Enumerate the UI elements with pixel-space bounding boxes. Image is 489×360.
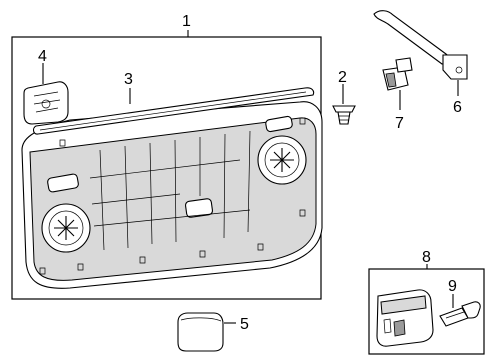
callout-9: 9 [448,278,457,295]
leader-lines [42,30,459,324]
switch [376,289,434,347]
bulb [439,301,481,327]
callout-3: 3 [124,71,133,88]
small-bracket [382,57,413,91]
callout-8: 8 [422,249,431,266]
callout-7: 7 [395,115,404,132]
strap [373,10,468,80]
callout-5: 5 [240,316,249,333]
cap [177,312,224,352]
callout-2: 2 [338,69,347,86]
callout-4: 4 [38,48,47,65]
callout-6: 6 [453,99,462,116]
callout-1: 1 [182,13,191,30]
push-clip [332,105,356,125]
weatherstrip [33,87,315,135]
door-trim-panel [21,101,323,289]
cover-bracket [23,81,69,125]
